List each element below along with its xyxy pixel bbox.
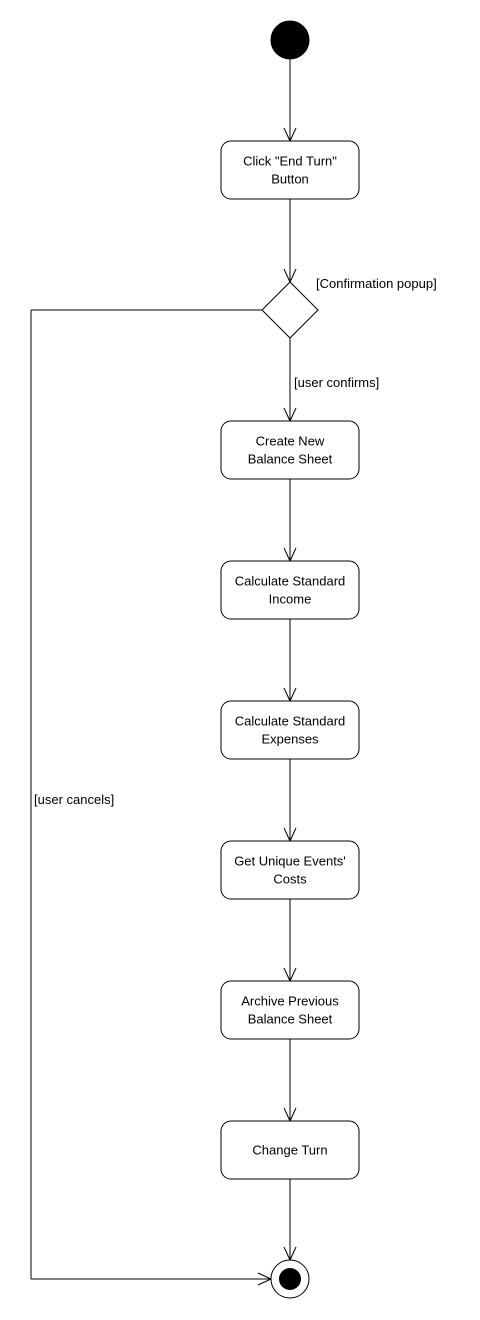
action-box — [220, 1120, 360, 1180]
action-get-unique-events-costs: Get Unique Events' Costs — [220, 840, 360, 900]
final-node — [279, 1268, 301, 1290]
action-box — [220, 140, 360, 200]
action-label-line: Create New — [256, 434, 325, 449]
flow-edges: [user confirms] [user cancels] — [30, 59, 379, 1286]
action-label-line: Income — [269, 592, 312, 607]
action-label-line: Calculate Standard — [235, 714, 346, 729]
guard-user-confirms: [user confirms] — [294, 375, 379, 390]
decision-label: [Confirmation popup] — [316, 276, 437, 291]
action-label-line: Expenses — [261, 732, 319, 747]
action-label-line: Get Unique Events' — [234, 854, 346, 869]
action-click-end-turn: Click "End Turn" Button — [220, 140, 360, 200]
action-label-line: Balance Sheet — [248, 452, 333, 467]
guard-user-cancels: [user cancels] — [34, 792, 114, 807]
action-label-line: Costs — [273, 872, 307, 887]
action-label-line: Archive Previous — [241, 994, 339, 1009]
action-change-turn: Change Turn — [220, 1120, 360, 1180]
action-box — [220, 560, 360, 620]
action-label-line: Click "End Turn" — [243, 154, 337, 169]
action-label-line: Change Turn — [252, 1143, 327, 1158]
action-box — [220, 700, 360, 760]
action-label-line: Calculate Standard — [235, 574, 346, 589]
initial-node — [270, 20, 310, 60]
decision-node — [261, 281, 319, 339]
action-box — [220, 980, 360, 1040]
action-box — [220, 420, 360, 480]
action-box — [220, 840, 360, 900]
action-label-line: Balance Sheet — [248, 1012, 333, 1027]
action-label-line: Button — [271, 172, 309, 187]
